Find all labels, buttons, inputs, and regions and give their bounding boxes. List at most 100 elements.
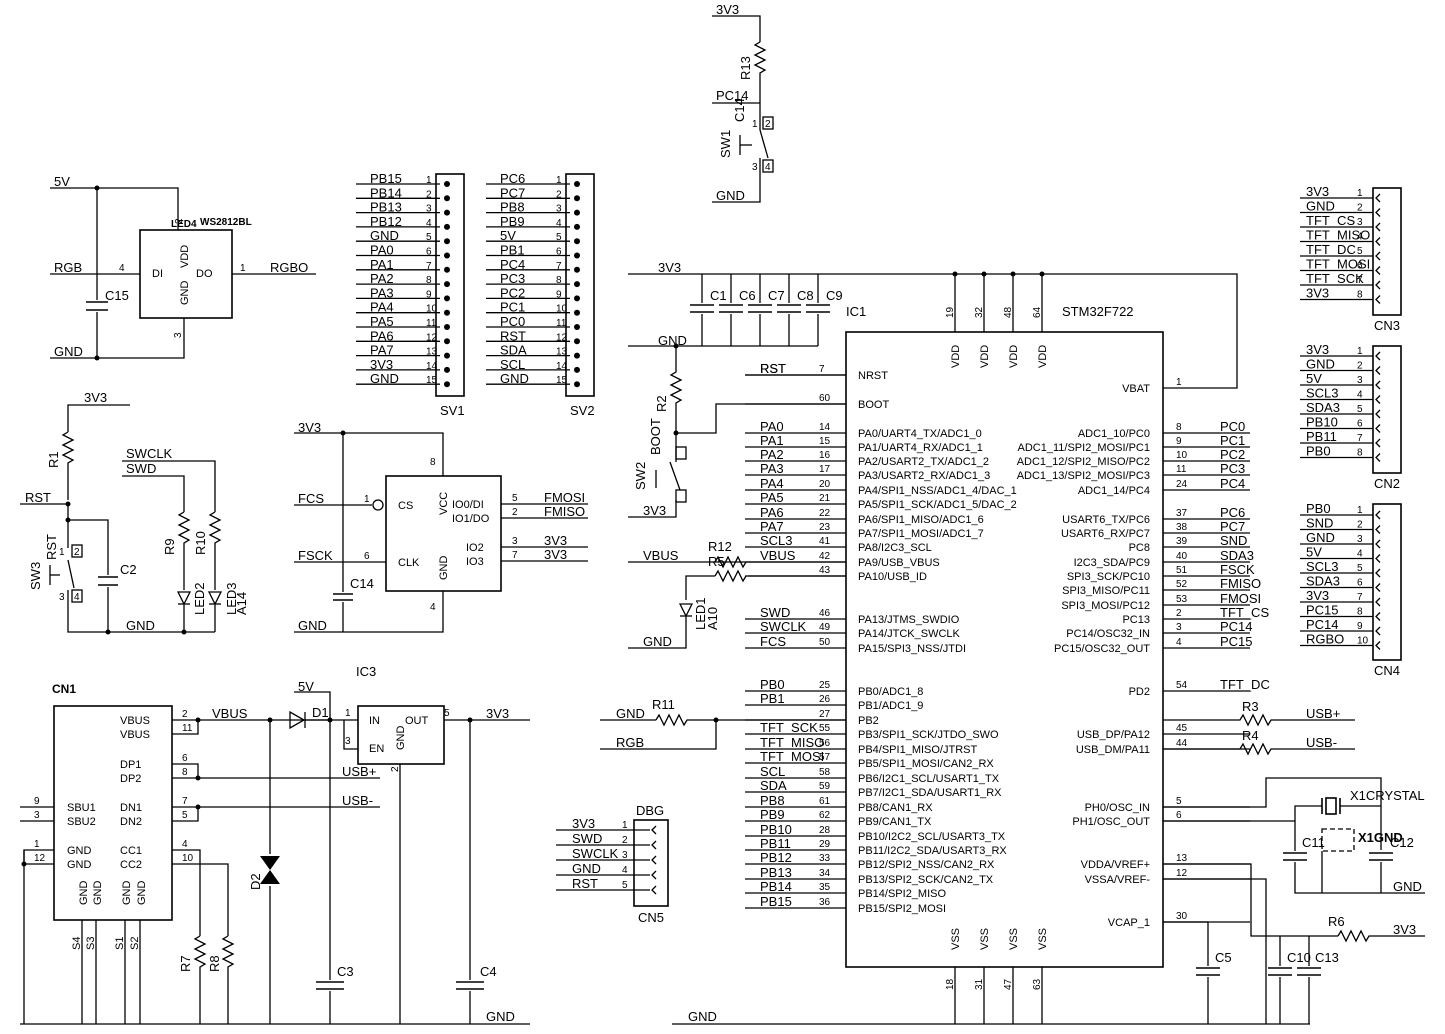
svg-text:5V: 5V	[298, 679, 314, 694]
svg-text:IO0/DI: IO0/DI	[452, 499, 484, 511]
pc14-button-block: 3V3 R13 PC14 C14 2 4 1 3 SW1 GND	[712, 2, 774, 203]
sv1-pin: 6	[426, 247, 432, 258]
mcu-pin-name: PB5/SPI1_MOSI/CAN2_RX	[858, 758, 994, 770]
svg-text:CN4: CN4	[1374, 663, 1400, 678]
cn1-body	[53, 705, 173, 921]
mcu-pin-number: 3	[1176, 622, 1182, 633]
mcu-net: PC0	[1220, 419, 1245, 434]
mcu-net: PC1	[1220, 433, 1245, 448]
cn3-pin: 3	[1357, 217, 1363, 228]
cn1-pin-number: 2	[182, 709, 188, 720]
mcu-net: PA2	[760, 447, 784, 462]
sv2-net: PB9	[500, 214, 525, 229]
mcu-net: TFT_SCK	[760, 720, 818, 735]
mcu-pin-name: SPI3_MISO/PC11	[1062, 585, 1150, 597]
cn4-header: CN4 1PB02SND3GND45V5SCL36SDA373V38PC159P…	[1300, 501, 1402, 678]
sv1-pin: 11	[426, 318, 437, 329]
mcu-net: PC7	[1220, 519, 1245, 534]
svg-text:GND: GND	[126, 618, 155, 633]
cn4-net: PC15	[1306, 603, 1339, 618]
svg-text:C4: C4	[480, 964, 497, 979]
sv1-net: PA5	[370, 314, 394, 329]
mcu-pin-name: PA13/JTMS_SWDIO	[858, 614, 960, 626]
svg-text:GND: GND	[298, 618, 327, 633]
swd-leds-block: SWCLK SWD R9 R10 LED2 LED3 A14	[122, 446, 249, 635]
sv2-pin: 4	[556, 218, 562, 229]
sv2-pin: 12	[556, 332, 568, 343]
mcu-pin-name: PC15/OSC32_OUT	[1054, 643, 1150, 655]
svg-text:SWCLK: SWCLK	[126, 446, 173, 461]
svg-text:GND: GND	[643, 634, 672, 649]
sw1-label: SW1	[718, 130, 733, 158]
mcu-net: TFT_MOSI	[760, 749, 824, 764]
cn2-pin: 7	[1357, 433, 1363, 444]
svg-text:C11: C11	[1302, 835, 1325, 850]
cn2-pin: 8	[1357, 448, 1363, 459]
cn4-net: RGBO	[1306, 632, 1344, 647]
mcu-pin-number: 7	[819, 364, 825, 375]
svg-text:2: 2	[74, 547, 80, 558]
mcu-net: SCL	[760, 764, 785, 779]
mcu-net: SCL3	[760, 533, 793, 548]
mcu-aux-block: 3V3 C1 C6 C7 C8 C9 GND R2 BOOT SW2 3V3 R…	[600, 260, 1425, 1025]
mcu-pin-name: PB12/SPI2_NSS/CAN2_RX	[858, 859, 995, 871]
sv2-pin: 13	[556, 347, 568, 358]
mcu-pin-name: ADC1_10/PC0	[1078, 428, 1150, 440]
cn3-pin: 7	[1357, 275, 1363, 286]
svg-text:R9: R9	[162, 538, 177, 555]
sv1-net: PA6	[370, 328, 394, 343]
cn4-net: SDA3	[1306, 574, 1340, 589]
sv2-net: SCL	[500, 357, 525, 372]
ic3-label: IC3	[356, 664, 376, 679]
svg-text:3: 3	[173, 332, 184, 338]
cn4-pin: 9	[1357, 621, 1363, 632]
svg-text:3V3: 3V3	[643, 503, 666, 518]
svg-text:GND: GND	[688, 1009, 717, 1024]
mcu-pin-name: VCAP_1	[1108, 917, 1150, 929]
mcu-pin-number: 18	[945, 978, 956, 990]
svg-text:FCS: FCS	[298, 491, 324, 506]
svg-text:VBUS: VBUS	[212, 706, 248, 721]
cn1-pin-number: 6	[182, 753, 188, 764]
cn1-pin-number: 7	[182, 796, 188, 807]
svg-text:FMISO: FMISO	[544, 504, 585, 519]
cn5-pin: 5	[622, 880, 628, 891]
mcu-pin-name: PA1/UART4_RX/ADC1_1	[858, 442, 983, 454]
svg-text:RGBO: RGBO	[270, 260, 308, 275]
mcu-pin-name: BOOT	[858, 399, 889, 411]
mcu-pin-name: PB11/I2C2_SDA/USART3_RX	[858, 845, 1007, 857]
c14-label: C14	[732, 98, 747, 122]
cn5-pin: 1	[622, 820, 628, 831]
mcu-pin-number: 51	[1176, 565, 1188, 576]
mcu-pin-name: PB14/SPI2_MISO	[858, 888, 946, 900]
cn5-pin: 2	[622, 835, 628, 846]
sv1-pin: 4	[426, 218, 432, 229]
mcu-pin-name: PA0/UART4_TX/ADC1_0	[858, 428, 982, 440]
svg-text:3V3: 3V3	[658, 260, 681, 275]
cn1-pin-name: SBU1	[67, 802, 96, 814]
mcu-pin-name: PA9/USB_VBUS	[858, 557, 940, 569]
decoupling-caps: C1 C6 C7 C8 C9	[690, 274, 843, 346]
cn4-net: PC14	[1306, 617, 1339, 632]
spi-flash-block: 3V3 C14 8 VCC CS CLK GND IO0/DI IO1/DO I…	[294, 420, 588, 633]
d1-diode-icon	[289, 710, 306, 730]
svg-text:3V3: 3V3	[84, 390, 107, 405]
svg-text:GND: GND	[486, 1009, 515, 1024]
sv2-pin: 9	[556, 289, 562, 300]
mcu-net: PB13	[760, 865, 792, 880]
cn3-net: TFT_CS	[1306, 213, 1355, 228]
r1-resistor	[61, 431, 75, 500]
svg-text:GND: GND	[658, 333, 687, 348]
mcu-pin-number: 42	[819, 551, 831, 562]
mcu-pin-name: PB4/SPI1_MISO/JTRST	[858, 744, 977, 756]
cn3-header: CN3 13V32GND3TFT_CS4TFT_MISO5TFT_DC6TFT_…	[1300, 184, 1402, 333]
mcu-pin-name: PH1/OSC_OUT	[1072, 816, 1150, 828]
mcu-pin-number: 36	[819, 897, 831, 908]
svg-text:LED3: LED3	[224, 582, 239, 615]
svg-text:CLK: CLK	[398, 557, 420, 569]
svg-text:IO3: IO3	[466, 556, 484, 568]
svg-text:RST: RST	[44, 534, 59, 560]
mcu-pin-number: 31	[974, 978, 985, 990]
svg-text:6: 6	[364, 551, 370, 562]
mcu-pin-number: 53	[1176, 594, 1188, 605]
